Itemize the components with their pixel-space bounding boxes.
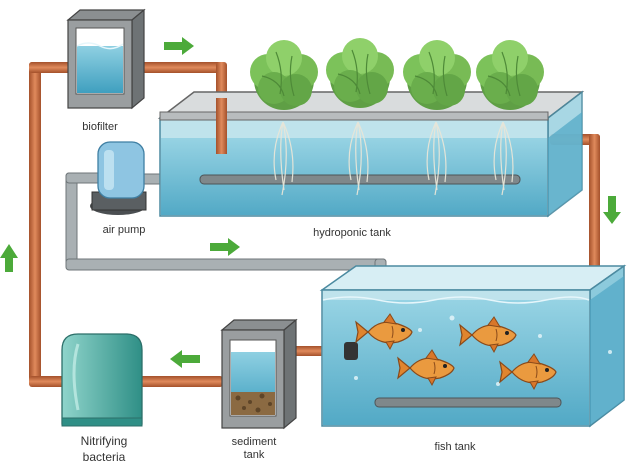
nitrifying-label-line1: Nitrifying — [80, 434, 128, 448]
sediment-tank-label-line2: tank — [243, 449, 265, 461]
air-pump-unit — [90, 141, 147, 215]
nitrifying-bacteria-label: Nitrifying bacteria — [62, 433, 146, 465]
flow-arrow-icon — [164, 37, 194, 55]
fish-tank — [319, 264, 627, 428]
flow-arrow-icon — [170, 350, 200, 368]
flow-arrow-icon — [210, 238, 240, 256]
sediment-tank-label-line1: sediment — [231, 436, 277, 448]
sediment-tank-unit — [220, 318, 298, 430]
fish-tank-label: fish tank — [434, 441, 476, 453]
sediment-tank-label: sediment tank — [218, 436, 290, 462]
flow-arrows — [0, 37, 621, 368]
air-pump-label: air pump — [102, 224, 146, 236]
hydroponic-tank-label: hydroponic tank — [313, 227, 391, 239]
nitrifying-label-line2: bacteria — [82, 450, 126, 464]
flow-arrow-icon — [603, 196, 621, 224]
hydroponic-tank — [157, 90, 585, 218]
flow-arrow-icon — [0, 244, 18, 272]
biofilter-unit — [66, 8, 146, 110]
biofilter-label: biofilter — [82, 121, 118, 133]
nitrifying-bacteria-unit — [61, 333, 143, 427]
